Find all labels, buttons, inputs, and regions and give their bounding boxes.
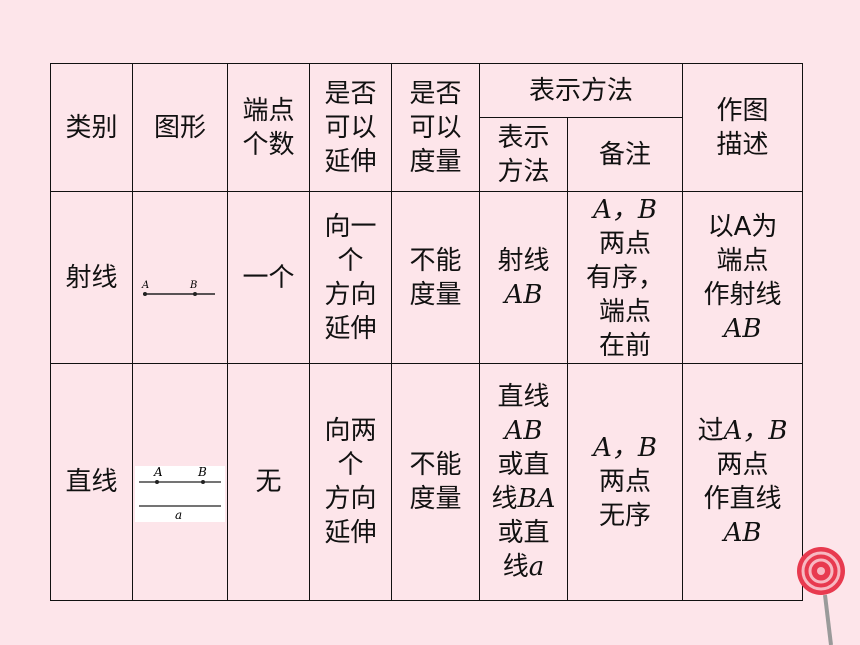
measurable-line: 不能 度量 xyxy=(391,363,480,601)
measurable-ray: 不能 度量 xyxy=(391,191,480,364)
line-point-a-dot xyxy=(155,479,159,484)
header-drawing: 作图 描述 xyxy=(682,63,804,192)
endpoints-ray: 一个 xyxy=(227,191,310,364)
lollipop-swirl-outer xyxy=(801,551,841,591)
drawing-ray-ab: AB xyxy=(723,313,762,344)
notation-line-word-3: 线 xyxy=(502,552,529,582)
header-remark: 备注 xyxy=(566,117,684,192)
point-b-label: B xyxy=(189,280,197,291)
notation-line-word: 直线 xyxy=(497,382,550,412)
notation-line-ab: AB xyxy=(504,416,543,446)
header-notation-group: 表示方法 xyxy=(478,63,684,118)
header-category: 类别 xyxy=(50,63,133,192)
remark-line-points: A，B xyxy=(593,433,657,463)
notation-line-a: a xyxy=(528,552,545,582)
category-line: 直线 xyxy=(50,363,133,601)
line-point-b-label: B xyxy=(197,465,207,479)
ray-diagram: A B xyxy=(141,280,215,296)
lollipop-center xyxy=(817,567,825,575)
lollipop-stick xyxy=(823,594,833,645)
line-point-b-dot xyxy=(201,479,205,484)
remark-ray-points: A，B xyxy=(593,194,657,225)
header-endpoints: 端点 个数 xyxy=(227,63,310,192)
remark-ray-text: 两点 有序， 端点 在前 xyxy=(586,228,665,361)
extendable-line: 向两 个 方向 延伸 xyxy=(309,363,392,601)
drawing-ray-text: 以A为 端点 作射线 xyxy=(703,211,782,310)
header-measurable: 是否 可以 度量 xyxy=(391,63,480,192)
line-point-a-label: A xyxy=(153,465,163,479)
extendable-ray: 向一 个 方向 延伸 xyxy=(309,191,392,364)
figure-background xyxy=(135,465,225,522)
notation-ray-ab: AB xyxy=(504,279,543,310)
notation-line-or-2: 或直 xyxy=(497,518,550,548)
point-a-dot xyxy=(143,292,147,296)
lollipop-decoration xyxy=(797,547,845,645)
header-figure: 图形 xyxy=(132,63,228,192)
notation-line-ba: BA xyxy=(517,484,556,514)
drawing-line-pre: 过 xyxy=(697,416,724,446)
drawing-line: 过A，B 两点 作直线 AB xyxy=(682,363,804,601)
notation-line-or-1: 或直 xyxy=(497,450,550,480)
line-comparison-table: 类别 图形 端点 个数 是否 可以 延伸 是否 可以 度量 表示方法 作图 描述… xyxy=(50,63,804,601)
point-a-label: A xyxy=(141,280,149,291)
remark-line-text: 两点 无序 xyxy=(599,467,652,531)
notation-ray-word: 射线 xyxy=(497,245,550,276)
line-diagram: A B a xyxy=(135,465,225,522)
drawing-line-points: A，B xyxy=(723,416,788,446)
drawing-line-ab: AB xyxy=(723,518,762,548)
endpoints-line: 无 xyxy=(227,363,310,601)
point-b-dot xyxy=(193,292,197,296)
lollipop-swirl-inner xyxy=(808,558,834,584)
figure-ray: A B xyxy=(132,191,228,364)
header-notation: 表示 方法 xyxy=(479,117,568,192)
line-a-label: a xyxy=(175,508,182,522)
drawing-line-text: 两点 作直线 xyxy=(703,450,782,514)
notation-line-word-2: 线 xyxy=(491,484,518,514)
category-ray: 射线 xyxy=(50,191,133,364)
header-extendable: 是否 可以 延伸 xyxy=(309,63,392,192)
figure-line: A B a xyxy=(132,363,228,601)
remark-line: A，B 两点 无序 xyxy=(566,363,684,601)
